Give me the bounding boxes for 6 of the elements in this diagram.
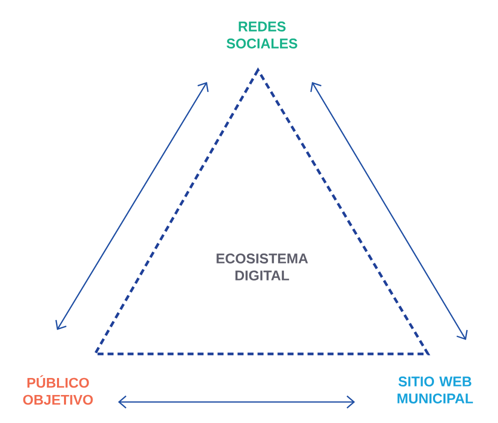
label-text: PÚBLICO OBJETIVO <box>23 375 93 405</box>
label-text: REDES SOCIALES <box>226 22 298 48</box>
arrow <box>55 82 209 330</box>
label-text: SITIO WEB MUNICIPAL <box>398 376 473 404</box>
arrow <box>118 396 355 408</box>
arrow <box>310 82 468 340</box>
